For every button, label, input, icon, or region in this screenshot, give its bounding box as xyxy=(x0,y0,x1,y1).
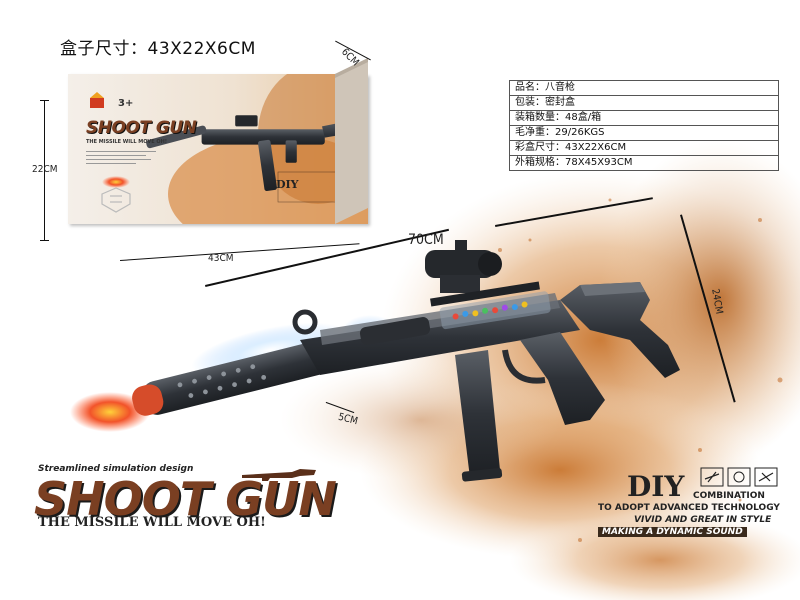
product-box-feature-lines xyxy=(86,148,156,167)
rifle-icon xyxy=(242,469,316,481)
diy-title: DIY xyxy=(627,470,685,503)
gun-length-label: 70CM xyxy=(408,232,444,248)
brand-title: SHOOT GUN xyxy=(34,472,337,526)
silencer xyxy=(132,339,339,416)
diy-feature-1: TO ADOPT ADVANCED TECHNOLOGY xyxy=(598,503,780,513)
spec-table: 品名：八音枪 包装：密封盒 装箱数量：48盒/箱 毛净重：29/26KGS 彩盒… xyxy=(509,80,779,171)
product-box-age: 3+ xyxy=(118,98,134,109)
product-box-diy: DIY xyxy=(276,178,299,191)
spec-cell: 外箱规格：78X45X93CM xyxy=(509,155,779,171)
product-box-side xyxy=(335,58,368,224)
brand-subtitle: Streamlined simulation design xyxy=(38,464,194,474)
diy-icons xyxy=(700,467,778,487)
diy-combination: COMBINATION xyxy=(693,491,765,501)
diy-feature-2: VIVID AND GREAT IN STYLE xyxy=(634,515,772,525)
box-height-line xyxy=(44,100,45,240)
table-row: 外箱规格：78X45X93CM xyxy=(509,155,779,171)
box-height-tick-bottom xyxy=(40,240,49,241)
product-box-tagline: THE MISSILE WILL MOVE OH! xyxy=(86,139,168,145)
muzzle-flame xyxy=(70,392,150,432)
box-height-tick-top xyxy=(40,100,49,101)
box-size-title: 盒子尺寸：43X22X6CM xyxy=(60,39,256,59)
box-height-label: 22CM xyxy=(32,164,58,175)
brand-tagline: THE MISSILE WILL MOVE OH! xyxy=(38,515,266,530)
product-box-brand: SHOOT GUN xyxy=(86,118,197,138)
box-width-label: 43CM xyxy=(208,253,234,264)
diy-feature-3: MAKING A DYNAMIC SOUND xyxy=(598,527,747,537)
